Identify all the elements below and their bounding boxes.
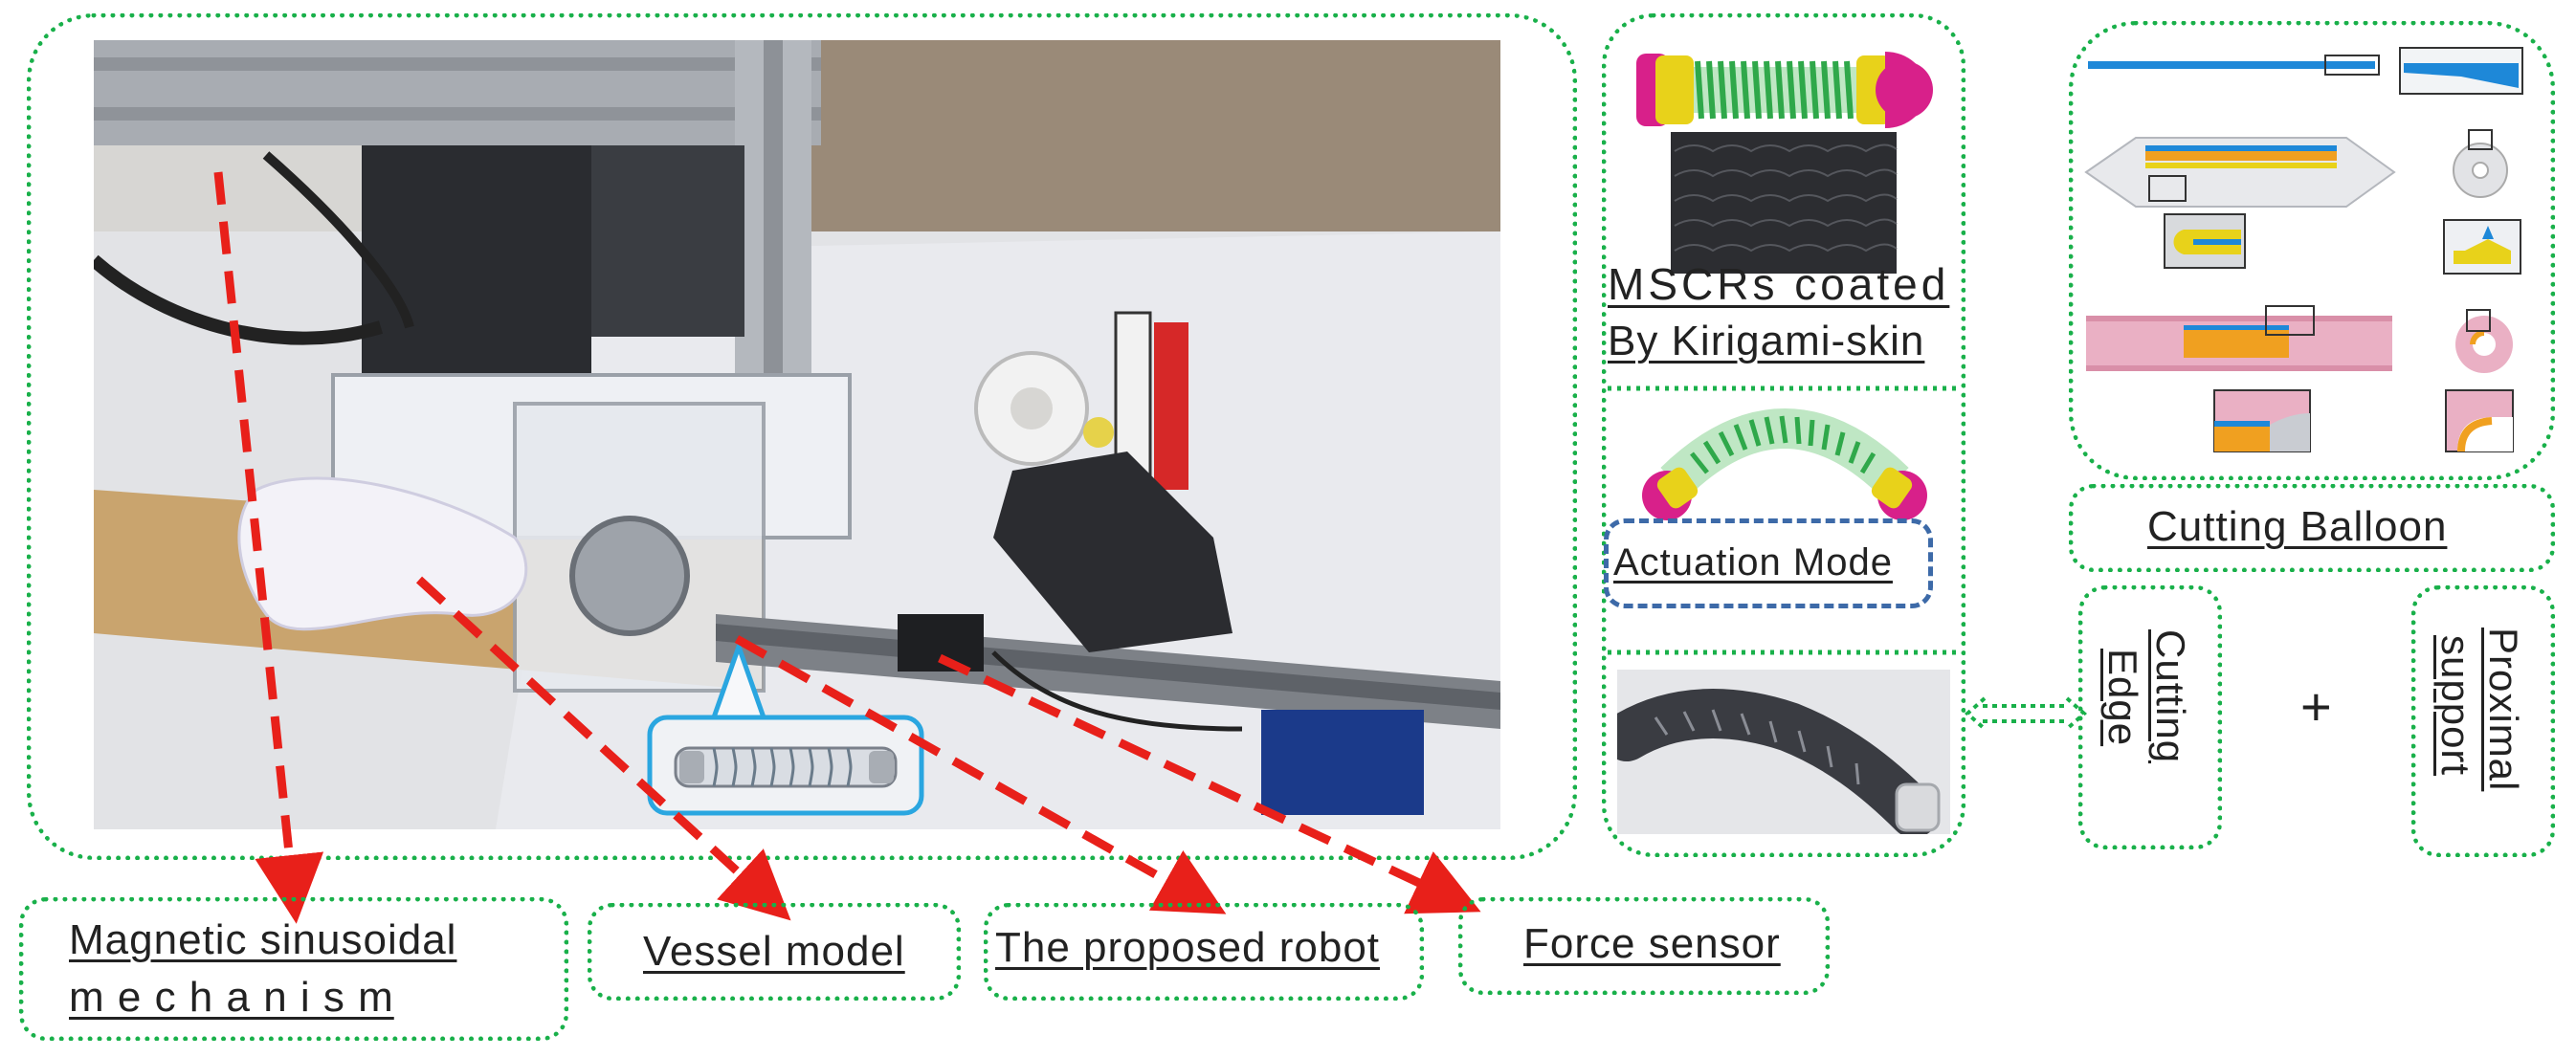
arrow-magnetic-mechanism xyxy=(213,171,324,924)
actuation-mode-label: Actuation Mode xyxy=(1613,541,1893,584)
mscrs-label-line1: MSCRs coated xyxy=(1608,259,1950,309)
cutting-edge-label-line1: Cutting xyxy=(2148,629,2193,764)
magnetic-mechanism-label-line2: m e c h a n i s m xyxy=(69,974,394,1021)
proposed-robot-label: The proposed robot xyxy=(995,924,1381,971)
cutting-edge-box xyxy=(2078,585,2222,849)
cutting-balloon-box xyxy=(2069,484,2555,572)
connector-arrow xyxy=(1964,696,2088,731)
magnetic-mechanism-label-line1: Magnetic sinusoidal xyxy=(69,916,457,963)
cutting-balloon-illustration xyxy=(2078,38,2547,459)
cutting-balloon-label: Cutting Balloon xyxy=(2147,503,2448,550)
force-sensor-label: Force sensor xyxy=(1523,920,1781,967)
setup-panel xyxy=(27,13,1577,860)
magnetic-mechanism-box xyxy=(19,897,568,1041)
arrow-force-sensor xyxy=(938,653,1481,914)
cutting-edge-label-wrap: Cutting Edge xyxy=(2094,622,2209,813)
force-sensor-box xyxy=(1458,897,1830,995)
mscrs-label-line2: By Kirigami-skin xyxy=(1608,318,1925,364)
mscrs-dividers xyxy=(1608,385,1960,655)
proximal-support-box xyxy=(2411,585,2555,857)
cutting-balloon-diagram-panel xyxy=(2069,21,2555,480)
cutting-edge-label-line2: Edge xyxy=(2100,649,2145,747)
robot-photo xyxy=(1617,670,1950,834)
mscrs-panel xyxy=(1602,13,1965,857)
vessel-callout xyxy=(647,635,926,817)
arrow-proposed-robot xyxy=(734,635,1227,914)
arrow-vessel-model xyxy=(415,576,791,921)
mscr-bent-illustration xyxy=(1636,404,1933,522)
plus-sign: + xyxy=(2300,676,2332,737)
proximal-support-label-line2: support xyxy=(2433,635,2478,777)
proximal-support-label-line1: Proximal xyxy=(2481,628,2526,792)
actuation-mode-box xyxy=(1604,518,1933,608)
vessel-model-box xyxy=(588,903,961,1001)
proposed-robot-box xyxy=(984,903,1424,1001)
proximal-support-label-wrap: Proximal support xyxy=(2427,622,2542,832)
mscr-straight-illustration xyxy=(1627,33,1943,281)
vessel-model-label: Vessel model xyxy=(643,928,905,975)
